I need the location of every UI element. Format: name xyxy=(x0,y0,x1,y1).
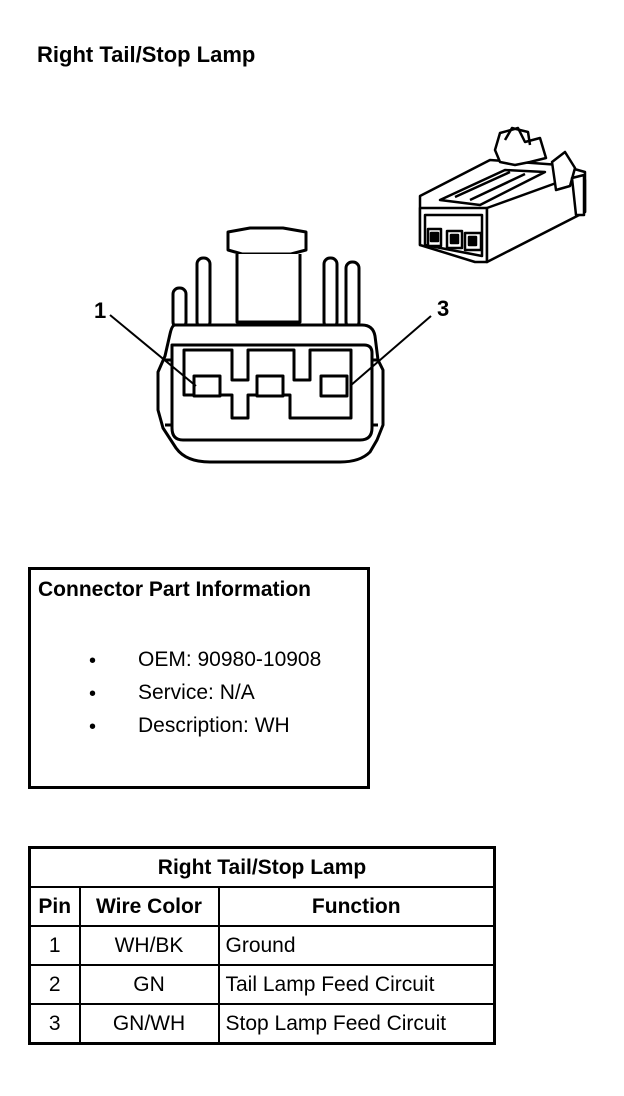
pin-number-cell: 1 xyxy=(28,925,81,966)
function-cell: Ground xyxy=(217,925,496,966)
bullet-icon: • xyxy=(89,683,97,705)
table-row: 2 GN Tail Lamp Feed Circuit xyxy=(28,964,496,1005)
leader-line-pin-3 xyxy=(349,315,432,387)
pinout-table-title: Right Tail/Stop Lamp xyxy=(28,846,496,888)
table-row: 1 WH/BK Ground xyxy=(28,925,496,966)
wire-color-cell: WH/BK xyxy=(78,925,220,966)
table-row: 3 GN/WH Stop Lamp Feed Circuit xyxy=(28,1003,496,1045)
info-item-text: OEM: 90980-10908 xyxy=(138,648,322,671)
info-box-title: Connector Part Information xyxy=(38,578,312,601)
pin-number-cell: 2 xyxy=(28,964,81,1005)
connector-part-info-box: Connector Part Information • OEM: 90980-… xyxy=(28,567,370,789)
pinout-table: Right Tail/Stop Lamp Pin Wire Color Func… xyxy=(28,846,496,1045)
connector-isometric-drawing xyxy=(418,126,587,264)
pinout-table-header-row: Pin Wire Color Function xyxy=(28,886,496,927)
connector-face-drawing xyxy=(156,226,385,464)
callout-label-1: 1 xyxy=(94,298,106,323)
bullet-icon: • xyxy=(89,650,97,672)
column-header-pin: Pin xyxy=(28,886,81,927)
info-item-text: Service: N/A xyxy=(138,681,255,704)
info-item-text: Description: WH xyxy=(138,714,290,737)
wire-color-cell: GN/WH xyxy=(78,1003,220,1045)
connector-diagram: 1 3 xyxy=(94,126,587,464)
column-header-wire-color: Wire Color xyxy=(78,886,220,927)
column-header-function: Function xyxy=(217,886,496,927)
function-cell: Stop Lamp Feed Circuit xyxy=(217,1003,496,1045)
leader-line-pin-1 xyxy=(109,314,197,387)
page-title: Right Tail/Stop Lamp xyxy=(37,42,256,67)
function-cell: Tail Lamp Feed Circuit xyxy=(217,964,496,1005)
wire-color-cell: GN xyxy=(78,964,220,1005)
bullet-icon: • xyxy=(89,716,97,738)
callout-leaders xyxy=(109,314,432,387)
pin-number-cell: 3 xyxy=(28,1003,81,1045)
callout-label-3: 3 xyxy=(437,296,449,321)
